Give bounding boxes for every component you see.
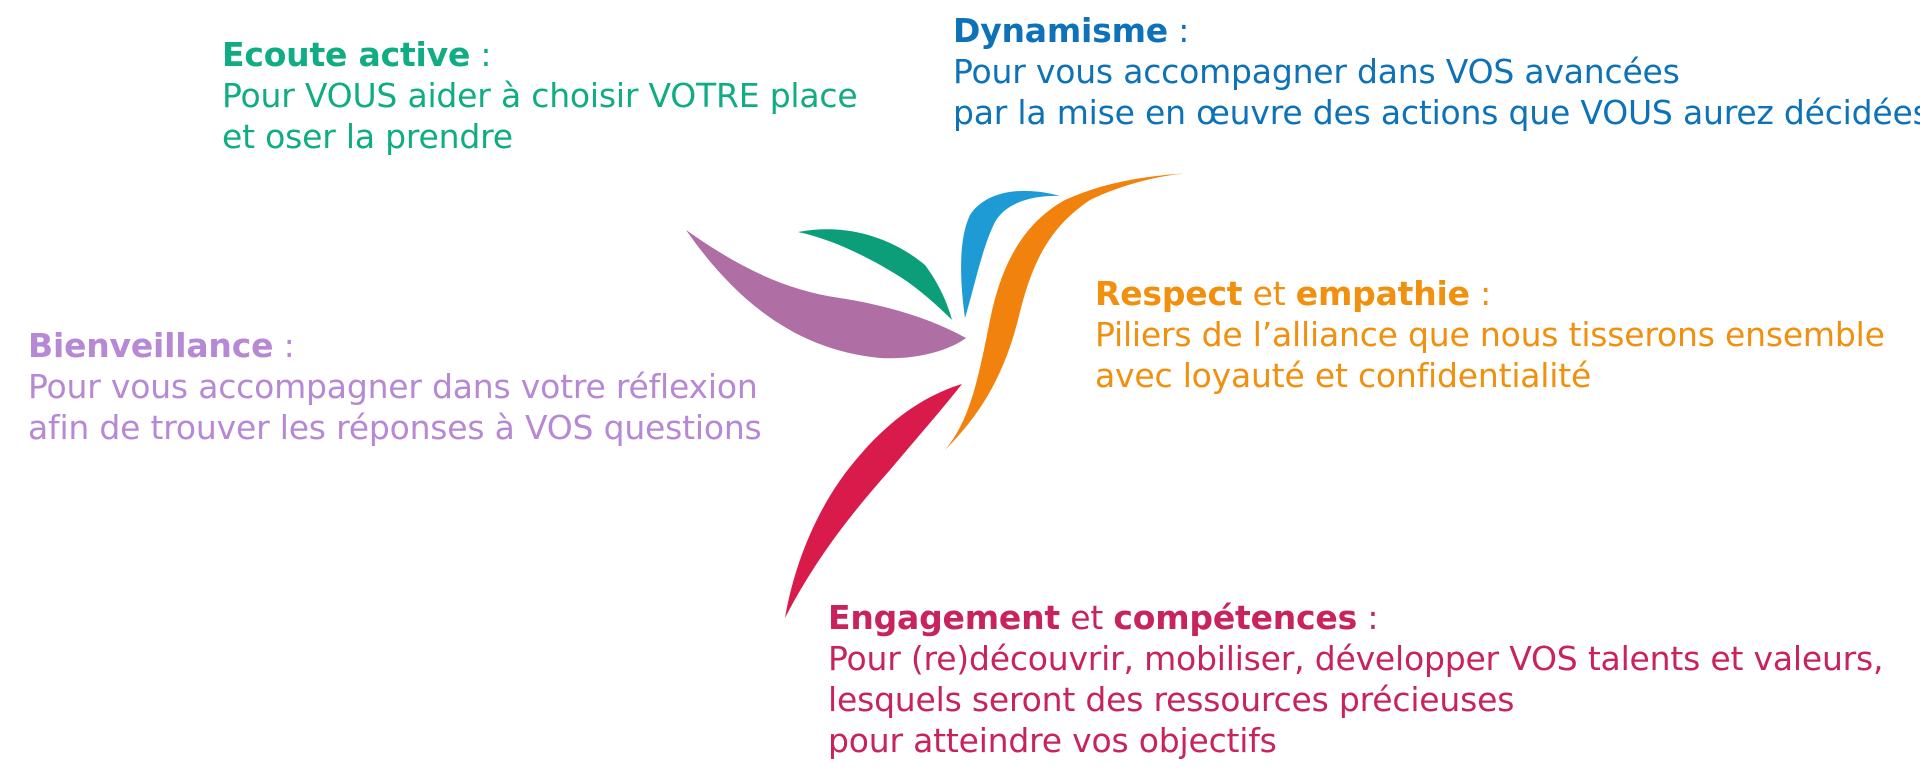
dynamisme-line-2: par la mise en œuvre des actions que VOU… bbox=[953, 93, 1920, 132]
ecoute-title: Ecoute active bbox=[222, 35, 471, 74]
competences-title: compétences bbox=[1113, 598, 1358, 637]
bienveillance-title: Bienveillance bbox=[28, 326, 274, 365]
respect-separator: : bbox=[1469, 274, 1492, 313]
bienveillance-line-1: Pour vous accompagner dans votre réflexi… bbox=[28, 367, 758, 406]
dynamisme-separator: : bbox=[1167, 11, 1190, 50]
respect-title-line: Respect et empathie : bbox=[1095, 273, 1885, 314]
respect-connector: et bbox=[1242, 274, 1296, 313]
orange-wing-icon bbox=[945, 173, 1190, 450]
red-wing-icon bbox=[785, 384, 962, 618]
dynamisme-block: Dynamisme : Pour vous accompagner dans V… bbox=[953, 10, 1920, 133]
engagement-title-line: Engagement et compétences : bbox=[828, 597, 1883, 638]
bienveillance-separator: : bbox=[273, 326, 295, 365]
bienveillance-block: Bienveillance : Pour vous accompagner da… bbox=[28, 325, 762, 448]
respect-line-2: avec loyauté et confidentialité bbox=[1095, 356, 1592, 395]
dynamisme-title: Dynamisme bbox=[953, 11, 1168, 50]
ecoute-line-1: Pour VOUS aider à choisir VOTRE place bbox=[222, 76, 858, 115]
dynamisme-title-line: Dynamisme : bbox=[953, 10, 1920, 51]
engagement-line-1: Pour (re)découvrir, mobiliser, développe… bbox=[828, 639, 1884, 678]
engagement-line-2: lesquels seront des ressources précieuse… bbox=[828, 680, 1515, 719]
engagement-title: Engagement bbox=[828, 598, 1060, 637]
respect-line-1: Piliers de l’alliance que nous tisserons… bbox=[1095, 315, 1885, 354]
engagement-separator: : bbox=[1357, 598, 1379, 637]
engagement-line-3: pour atteindre vos objectifs bbox=[828, 721, 1277, 760]
bienveillance-title-line: Bienveillance : bbox=[28, 325, 762, 366]
dynamisme-line-1: Pour vous accompagner dans VOS avancées bbox=[953, 52, 1680, 91]
engagement-connector: et bbox=[1059, 598, 1114, 637]
ecoute-separator: : bbox=[470, 35, 492, 74]
purple-wing-icon bbox=[686, 230, 966, 359]
ecoute-title-line: Ecoute active : bbox=[222, 34, 857, 75]
ecoute-line-2: et oser la prendre bbox=[222, 117, 513, 156]
ecoute-active-block: Ecoute active : Pour VOUS aider à choisi… bbox=[222, 34, 858, 157]
respect-empathie-block: Respect et empathie : Piliers de l’allia… bbox=[1095, 273, 1885, 396]
blue-wing-icon bbox=[961, 190, 1060, 318]
bienveillance-line-2: afin de trouver les réponses à VOS quest… bbox=[28, 408, 762, 447]
green-wing-icon bbox=[798, 229, 952, 320]
engagement-competences-block: Engagement et compétences : Pour (re)déc… bbox=[828, 597, 1884, 761]
empathie-title: empathie bbox=[1295, 274, 1470, 313]
respect-title: Respect bbox=[1095, 274, 1243, 313]
